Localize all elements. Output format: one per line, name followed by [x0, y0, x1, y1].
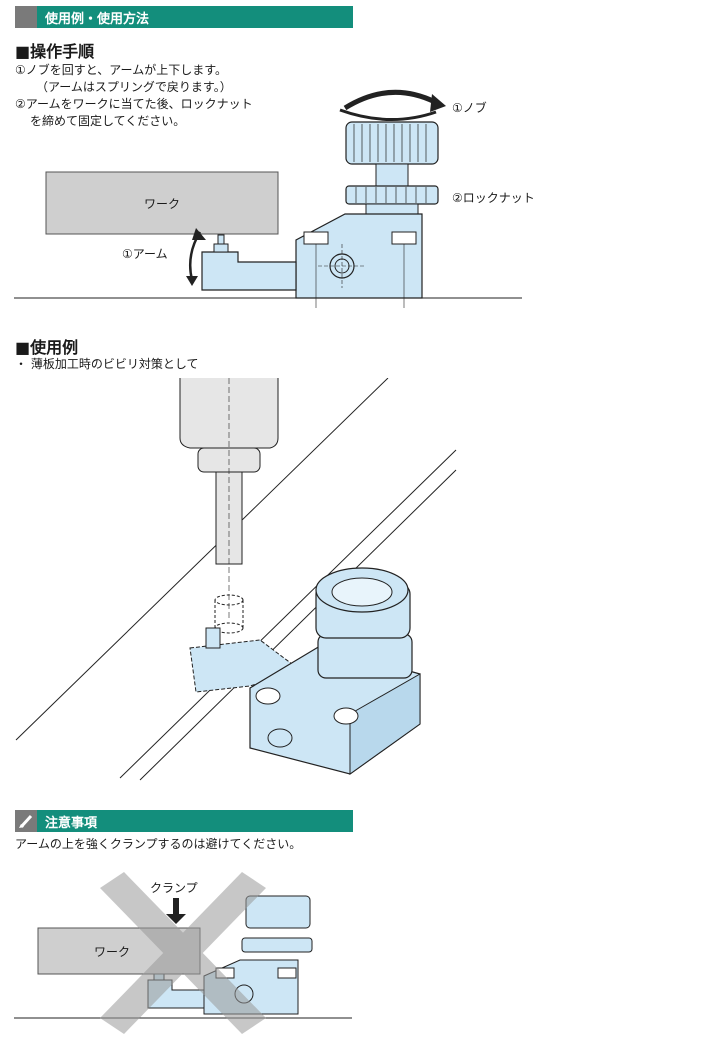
arm	[201, 234, 297, 291]
lock-nut	[345, 185, 439, 215]
caution-banner-title: 注意事項	[45, 815, 98, 831]
procedure-heading: ■操作手順	[15, 42, 95, 61]
work-label: ワーク	[144, 197, 180, 211]
procedure-step1-note: （アームはスプリングで戻ります。）	[36, 80, 232, 94]
locknut-label: ②ロックナット	[452, 191, 535, 205]
prohibited-x-icon	[100, 872, 266, 1034]
usage-example-diagram	[15, 378, 457, 781]
example-heading: ■使用例	[15, 338, 79, 357]
caution-diagram: クランプ ワーク	[14, 872, 352, 1034]
knob-label: ①ノブ	[452, 100, 487, 115]
example-bullet: ・ 薄板加工時のビビリ対策として	[15, 357, 199, 371]
tool-body	[295, 213, 423, 308]
rotation-arrow-icon	[339, 89, 446, 121]
procedure-step2-line2: を締めて固定してください。	[30, 114, 186, 128]
arm-label: ①アーム	[122, 247, 168, 261]
caution-work-label: ワーク	[94, 945, 130, 959]
operation-diagram: ①ノブ ②ロックナット	[14, 89, 535, 308]
work-piece	[45, 171, 279, 235]
caution-banner: 注意事項	[15, 810, 353, 832]
support-tool	[189, 567, 421, 775]
procedure-step2-line1: ②アームをワークに当てた後、ロックナット	[15, 97, 253, 111]
caution-text: アームの上を強くクランプするのは避けてください。	[15, 837, 302, 851]
usage-banner: 使用例・使用方法	[15, 6, 353, 28]
usage-banner-title: 使用例・使用方法	[45, 11, 150, 27]
banner-tab	[15, 6, 37, 28]
banner-tab	[15, 810, 37, 832]
up-down-arrow-icon	[186, 228, 206, 286]
clamp-label: クランプ	[150, 881, 198, 895]
pencil-icon	[19, 814, 33, 829]
spindle	[179, 378, 279, 618]
procedure-step1: ①ノブを回すと、アームが上下します。	[15, 63, 227, 77]
down-arrow-icon	[166, 898, 186, 924]
knob	[345, 121, 439, 187]
